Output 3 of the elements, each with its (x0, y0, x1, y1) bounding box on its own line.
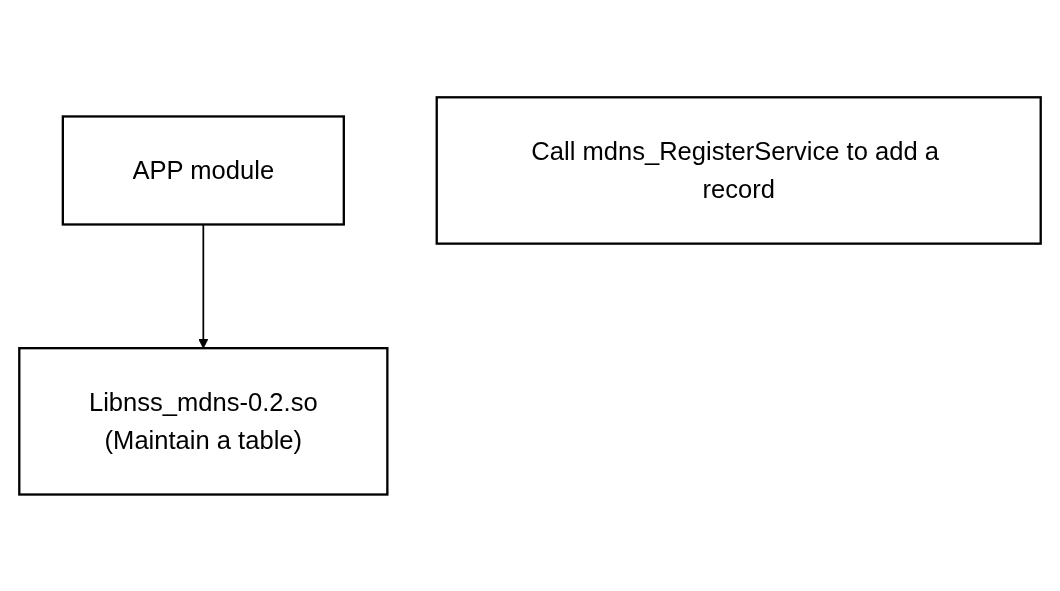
node-box: Libnss_mdns-0.2.so (Maintain a table) (18, 346, 389, 496)
node-box: Call mdns_RegisterService to add a record (435, 95, 1042, 245)
node-box: APP module (61, 114, 345, 226)
